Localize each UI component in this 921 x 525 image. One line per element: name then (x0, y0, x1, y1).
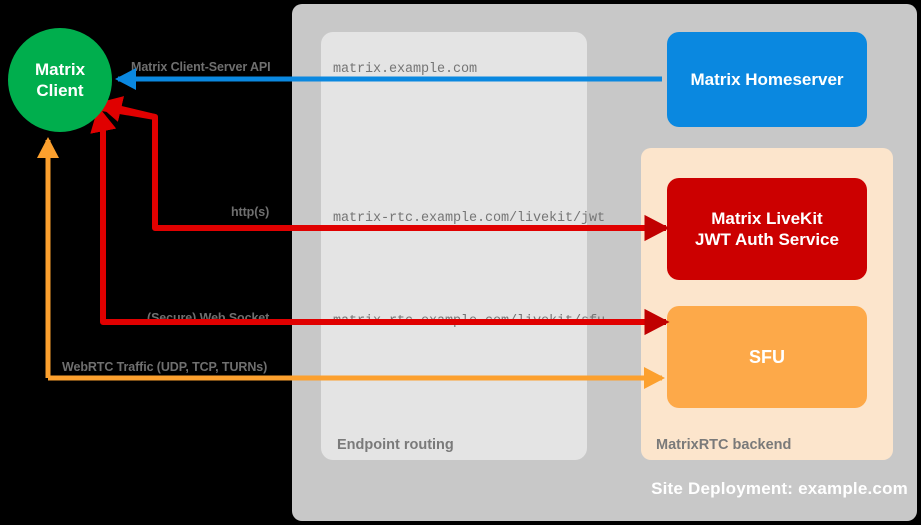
node-sfu: SFU (667, 306, 867, 408)
connection-label-https: http(s) (231, 205, 270, 219)
connection-label-websocket: (Secure) Web Socket (147, 311, 270, 325)
matrix-client-line1: Matrix (34, 59, 86, 79)
jwt-auth-line2: JWT Auth Service (695, 230, 839, 249)
endpoint-routing-panel (321, 32, 587, 460)
matrixrtc-backend-label: MatrixRTC backend (656, 437, 792, 453)
node-matrix-homeserver: Matrix Homeserver (667, 32, 867, 127)
endpoint-url-matrix: matrix.example.com (333, 62, 478, 77)
connection-label-webrtc: WebRTC Traffic (UDP, TCP, TURNs) (62, 360, 268, 374)
endpoint-url-livekit-jwt: matrix-rtc.example.com/livekit/jwt (333, 211, 606, 226)
matrix-homeserver-label: Matrix Homeserver (690, 69, 844, 89)
site-deployment-label: Site Deployment: example.com (651, 479, 908, 498)
jwt-auth-line1: Matrix LiveKit (711, 208, 823, 228)
endpoint-url-livekit-sfu: matrix-rtc.example.com/livekit/sfu (333, 314, 606, 329)
endpoint-routing-label: Endpoint routing (337, 437, 454, 453)
matrix-client-line2: Client (36, 81, 84, 100)
node-livekit-jwt-auth-service: Matrix LiveKit JWT Auth Service (667, 178, 867, 280)
connection-label-client-server-api: Matrix Client-Server API (131, 60, 271, 74)
sfu-label: SFU (749, 346, 785, 367)
node-matrix-client: Matrix Client (8, 28, 112, 132)
